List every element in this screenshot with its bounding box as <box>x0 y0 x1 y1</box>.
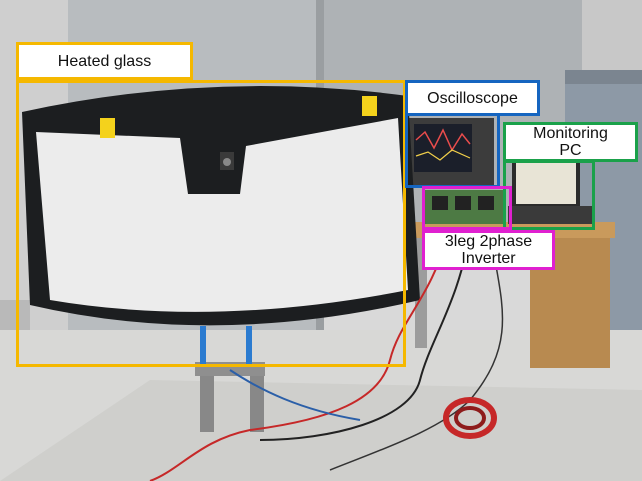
inverter-frame <box>422 186 512 230</box>
oscilloscope-frame <box>405 113 500 188</box>
monitoring-pc-frame <box>503 160 595 230</box>
monitoring-pc-label: Monitoring PC <box>503 122 638 162</box>
heated-glass-label: Heated glass <box>16 42 193 80</box>
oscilloscope-label: Oscilloscope <box>405 80 540 116</box>
heated-glass-frame <box>16 80 406 367</box>
inverter-label: 3leg 2phase Inverter <box>422 230 555 270</box>
